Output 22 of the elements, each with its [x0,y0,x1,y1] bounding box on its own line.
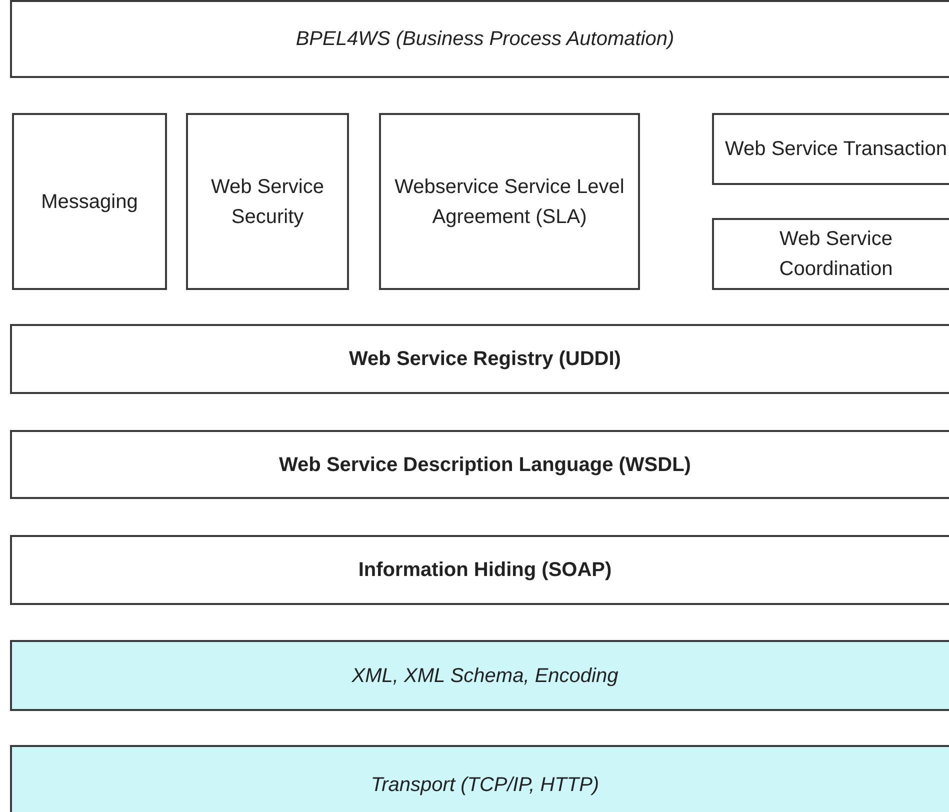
layer-label: BPEL4WS (Business Process Automation) [296,27,674,52]
layer-label: Web Service Transaction [725,137,947,162]
layer-label: Web Service Registry (UDDI) [349,347,621,372]
layer-box [10,430,949,499]
layer-label: Web Service Security [210,174,325,230]
layer-label: Information Hiding (SOAP) [358,558,612,583]
layer-box [10,0,949,78]
layer-label: Web Service Coordination [778,227,894,282]
layer-box [379,113,640,290]
layer-label: Messaging [41,190,138,214]
layer-box [10,324,949,394]
layer-label: XML, XML Schema, Encoding [352,664,618,688]
layer-box [10,640,949,711]
layer-label: Transport (TCP/IP, HTTP) [370,773,600,798]
layer-box [712,218,949,290]
layer-box [10,745,949,812]
layer-label: Webservice Service Level Agreement (SLA) [394,174,626,230]
layer-box [12,113,167,290]
layer-box [10,535,949,605]
layer-box [186,113,349,290]
layer-label: Web Service Description Language (WSDL) [279,452,691,478]
layer-box [712,113,949,185]
